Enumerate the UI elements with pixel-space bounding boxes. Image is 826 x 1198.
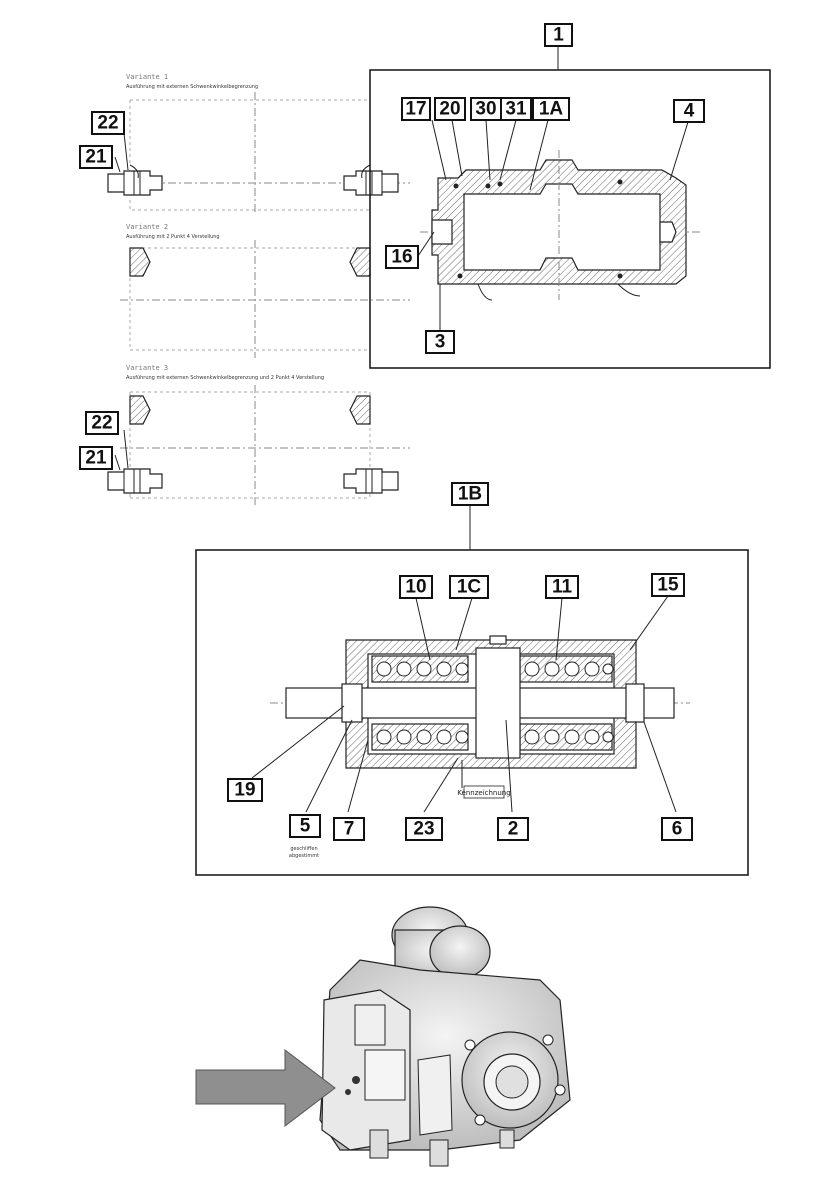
svg-text:7: 7 — [344, 819, 355, 840]
kennzeichnung-label: Kennzeichnung — [457, 789, 510, 797]
variant-panel-1: Variante 1 Ausführung mit externen Schwe… — [107, 73, 410, 212]
svg-text:4: 4 — [684, 101, 695, 122]
detail-frame-1b: Kennzeichnung geschliffen abgestimmt — [195, 505, 749, 876]
pump-photo — [319, 906, 571, 1167]
svg-text:30: 30 — [475, 99, 496, 120]
detail-frame-1 — [369, 45, 771, 369]
callout-3: 3 — [425, 330, 455, 354]
svg-text:31: 31 — [505, 99, 527, 120]
callout-11: 11 — [545, 575, 579, 599]
svg-text:19: 19 — [234, 780, 255, 801]
variant-panel-3: Variante 3 Ausführung mit externen Schwe… — [107, 364, 410, 505]
variant-1-title: Variante 1 — [126, 73, 168, 81]
svg-text:11: 11 — [552, 577, 573, 598]
callout-22-top: 22 — [91, 111, 125, 135]
callout-30: 30 — [470, 97, 502, 121]
svg-text:1C: 1C — [457, 577, 482, 598]
callout-1a: 1A — [532, 97, 570, 121]
svg-text:22: 22 — [91, 413, 112, 434]
svg-text:21: 21 — [85, 147, 107, 168]
callout-4: 4 — [673, 99, 705, 123]
svg-text:22: 22 — [97, 113, 118, 134]
abgestimmt-label: abgestimmt — [289, 853, 319, 859]
variant-2-title: Variante 2 — [126, 223, 168, 231]
callout-10: 10 — [399, 575, 433, 599]
geschliffen-label: geschliffen — [290, 846, 317, 852]
callout-19: 19 — [227, 778, 263, 802]
variant-3-title: Variante 3 — [126, 364, 168, 372]
svg-text:15: 15 — [657, 575, 679, 596]
callout-5: 5 — [289, 814, 321, 838]
variant-panel-2: Variante 2 Ausführung mit 2 Punkt 4 Vers… — [120, 223, 410, 358]
svg-text:6: 6 — [672, 819, 683, 840]
svg-text:1: 1 — [553, 25, 564, 46]
callout-31: 31 — [500, 97, 532, 121]
callout-7: 7 — [333, 817, 365, 841]
callout-1c: 1C — [449, 575, 489, 599]
variant-1-note: Ausführung mit externen Schwenkwinkelbeg… — [126, 84, 258, 90]
svg-text:1B: 1B — [458, 484, 482, 505]
callout-1b: 1B — [451, 482, 489, 506]
callout-23: 23 — [405, 817, 443, 841]
callout-17: 17 — [401, 97, 431, 121]
svg-text:16: 16 — [391, 247, 412, 268]
variant-2-note: Ausführung mit 2 Punkt 4 Verstellung — [126, 234, 220, 240]
callout-16: 16 — [385, 245, 419, 269]
callout-20: 20 — [434, 97, 466, 121]
svg-text:2: 2 — [508, 819, 519, 840]
callout-22-bottom: 22 — [85, 411, 119, 435]
svg-text:5: 5 — [300, 816, 311, 837]
svg-text:21: 21 — [85, 448, 107, 469]
svg-text:3: 3 — [435, 332, 446, 353]
svg-text:17: 17 — [405, 99, 426, 120]
callout-6: 6 — [661, 817, 693, 841]
svg-text:1A: 1A — [539, 99, 564, 120]
pointer-arrow — [195, 1048, 336, 1128]
svg-text:20: 20 — [439, 99, 460, 120]
callout-21-bottom: 21 — [79, 446, 113, 470]
callout-21-top: 21 — [79, 145, 113, 169]
callout-2: 2 — [497, 817, 529, 841]
svg-text:10: 10 — [405, 577, 426, 598]
variant-3-note-a: Ausführung mit externen Schwenkwinkelbeg… — [126, 375, 324, 381]
svg-text:23: 23 — [413, 819, 434, 840]
callout-15: 15 — [651, 573, 685, 597]
callout-1: 1 — [544, 23, 573, 47]
